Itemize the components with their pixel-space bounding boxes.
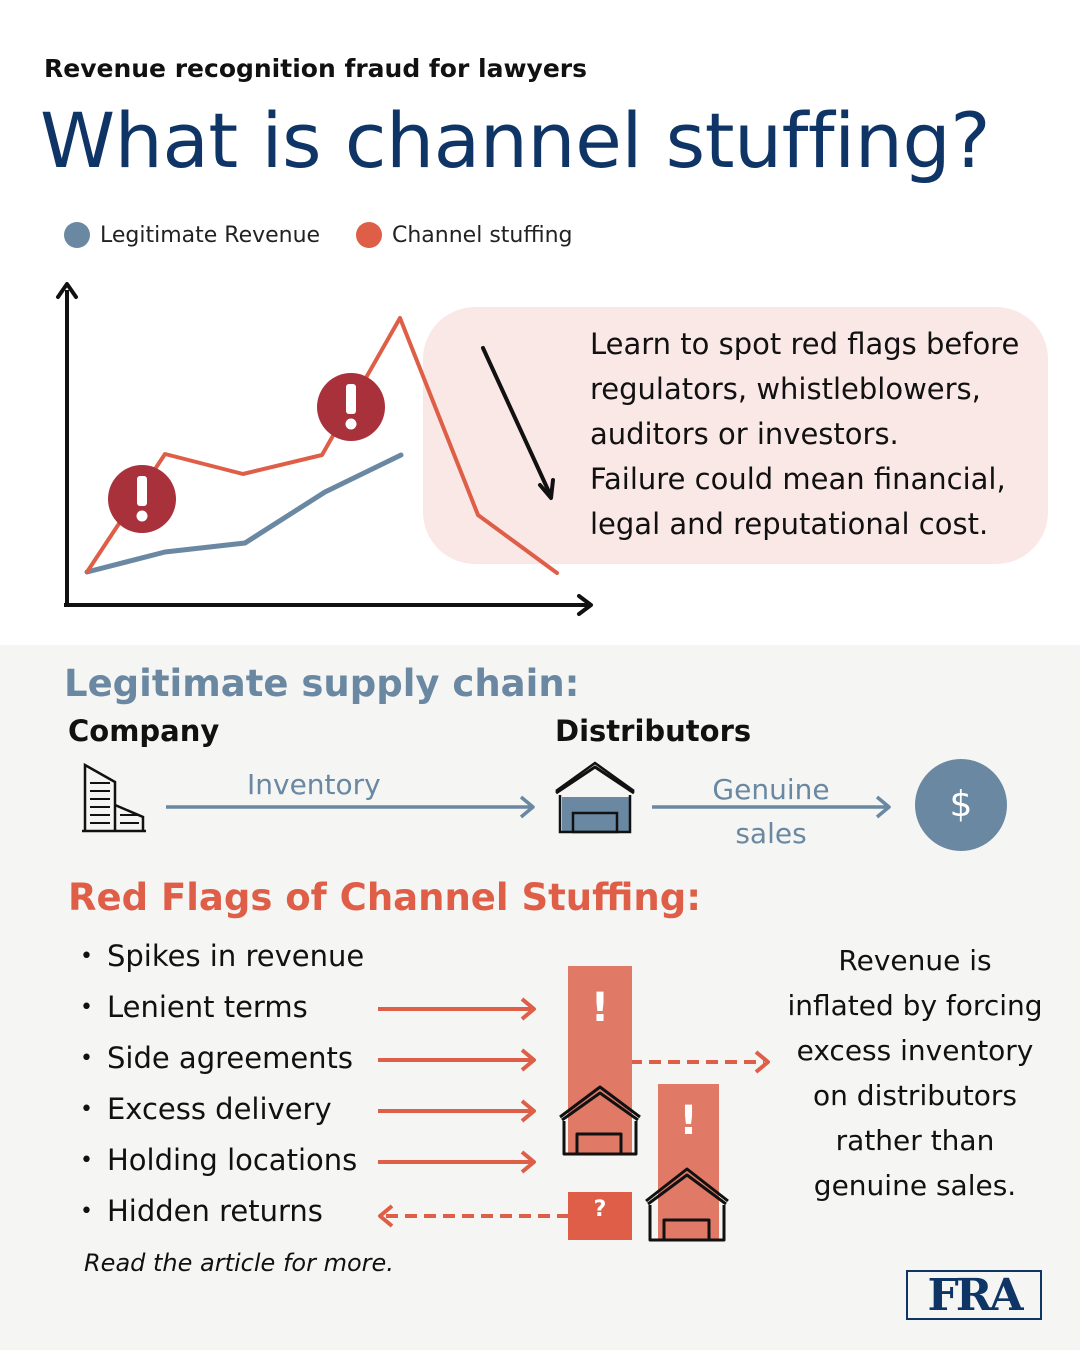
warehouse-icon [645, 1167, 729, 1242]
legend-dot-blue [64, 222, 90, 248]
page-title: What is channel stuffing? [40, 96, 991, 185]
inventory-bar-short [658, 1084, 719, 1240]
exclamation-icon: ! [679, 1098, 698, 1144]
hidden-returns-box [568, 1192, 632, 1240]
read-more-text: Read the article for more. [84, 1249, 394, 1277]
building-icon [82, 762, 146, 833]
legend-label: Legitimate Revenue [100, 222, 321, 248]
genuine-sales-arrow [652, 795, 891, 819]
genuine-sales-label: Genuine sales [712, 773, 830, 850]
channel-stuffing-line [85, 316, 559, 575]
warehouse-icon [555, 761, 635, 834]
warehouse-icon [559, 1085, 641, 1156]
callout-text: Learn to spot red flags before regulator… [590, 327, 1020, 541]
legend-label: Channel stuffing [392, 222, 573, 248]
fra-logo: FRA [906, 1270, 1042, 1320]
legend-channel-stuffing: Channel stuffing [356, 222, 573, 248]
legitimate-revenue-line [84, 452, 404, 575]
red-flags-title: Red Flags of Channel Stuffing: [68, 876, 702, 919]
callout-box [423, 307, 1048, 564]
question-icon: ? [593, 1197, 607, 1222]
legend-dot-red [356, 222, 382, 248]
subtitle: Revenue recognition fraud for lawyers [44, 54, 588, 83]
distributors-label: Distributors [555, 714, 752, 748]
alert-icon [108, 465, 176, 533]
inventory-label: Inventory [247, 768, 381, 801]
list-item: Lenient terms [80, 985, 364, 1036]
axes [56, 282, 593, 616]
flag-arrows [378, 997, 770, 1228]
supply-chain-diagram [82, 759, 1007, 1242]
dollar-circle [915, 759, 1007, 851]
down-arrow-icon [481, 346, 555, 500]
inventory-arrow [166, 795, 535, 819]
inventory-bar-tall [568, 966, 632, 1154]
list-item: Hidden returns [80, 1189, 364, 1240]
list-item: Spikes in revenue [80, 934, 364, 985]
list-item: Excess delivery [80, 1087, 364, 1138]
exclamation-icon: ! [590, 985, 610, 1031]
explanation-text: Revenue is inflated by forcing excess in… [787, 944, 1043, 1202]
list-item: Holding locations [80, 1138, 364, 1189]
supply-chain-title: Legitimate supply chain: [64, 662, 580, 705]
legend-legitimate-revenue: Legitimate Revenue [64, 222, 320, 248]
alert-icon [317, 373, 385, 441]
dollar-icon: $ [949, 784, 973, 825]
trend-illustration [56, 282, 593, 616]
red-flags-list: Spikes in revenue Lenient terms Side agr… [80, 934, 364, 1240]
company-label: Company [68, 714, 220, 748]
list-item: Side agreements [80, 1036, 364, 1087]
